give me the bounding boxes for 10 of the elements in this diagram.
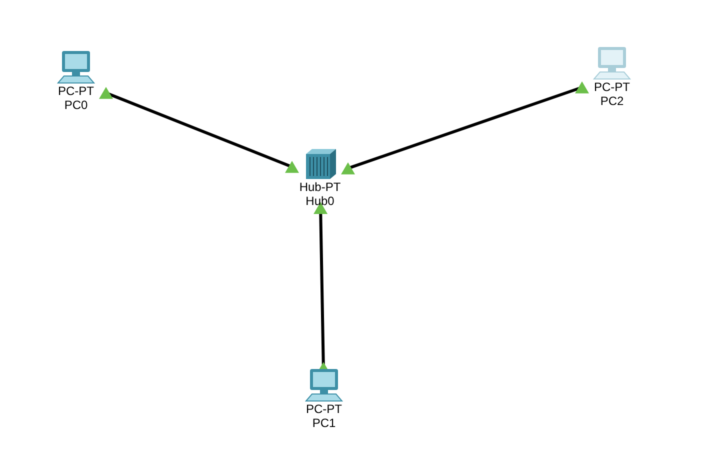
device-name-label: PC2 <box>600 94 624 108</box>
device-model-label: PC-PT <box>58 84 94 98</box>
device-name-label: PC0 <box>64 98 88 112</box>
network-cable <box>341 81 589 174</box>
device-model-label: Hub-PT <box>299 180 341 194</box>
network-cable <box>99 86 299 173</box>
device-model-label: PC-PT <box>594 80 630 94</box>
device-name-label: Hub0 <box>306 194 334 208</box>
device-model-label: PC-PT <box>306 402 342 416</box>
device-name-label: PC1 <box>312 416 336 430</box>
